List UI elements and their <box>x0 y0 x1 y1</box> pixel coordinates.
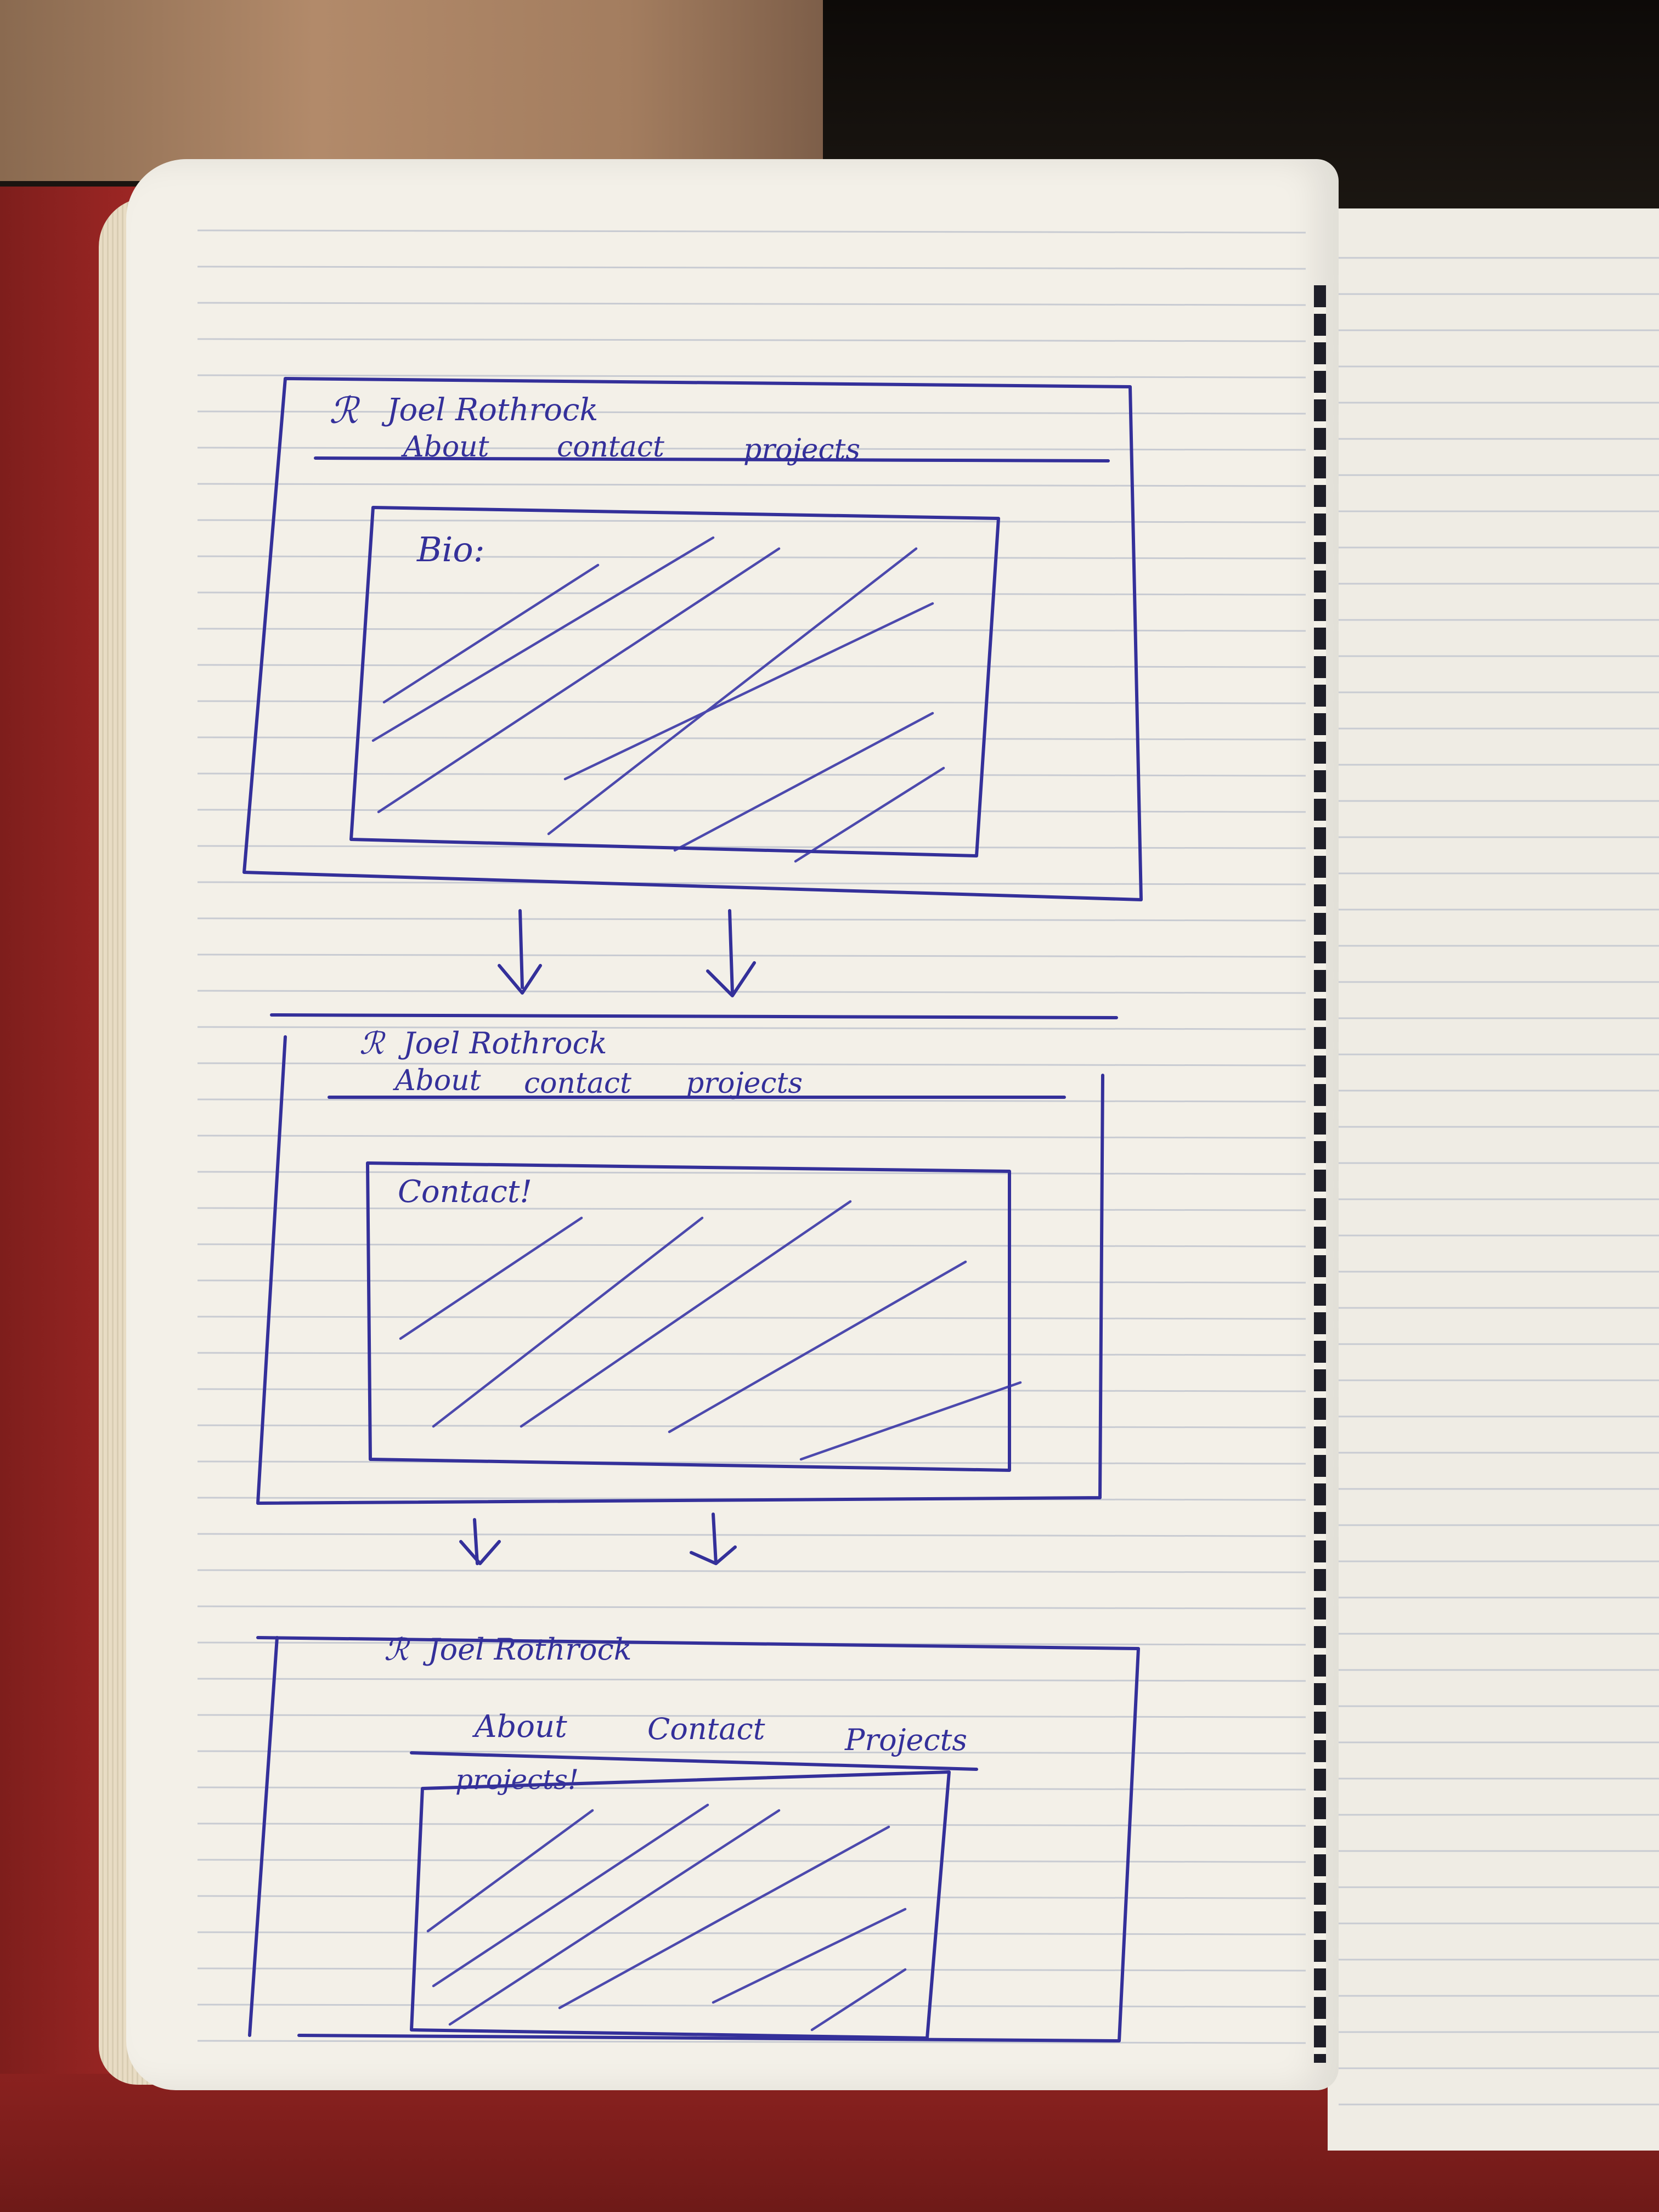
wireframe-3-nav-contact: Contact <box>647 1712 765 1746</box>
ruled-line <box>197 1460 1306 1465</box>
wireframe-2-name: Joel Rothrock <box>403 1026 607 1060</box>
ruled-line <box>197 591 1306 596</box>
ruled-line <box>197 1786 1306 1791</box>
wireframe-1-nav-about: About <box>403 431 489 464</box>
ruled-line <box>197 410 1306 415</box>
left-page <box>126 159 1339 2090</box>
ruled-line <box>197 229 1306 234</box>
ruled-line <box>197 1171 1306 1175</box>
ruled-line <box>197 2004 1306 2008</box>
ruled-line <box>197 1967 1306 1972</box>
ruled-line <box>197 1388 1306 1392</box>
wireframe-3-panel-label: projects! <box>455 1764 579 1796</box>
ruled-line <box>197 881 1306 885</box>
ruled-line <box>197 519 1306 523</box>
wireframe-1-panel-label: Bio: <box>417 529 485 569</box>
ruled-line <box>197 1026 1306 1030</box>
wireframe-2-nav-contact: contact <box>524 1067 631 1100</box>
ruled-lines <box>197 229 1659 2106</box>
ruled-line <box>197 1895 1306 1899</box>
ruled-line <box>197 1678 1306 1682</box>
ruled-line <box>197 1569 1306 1573</box>
ruled-line <box>197 1135 1306 1139</box>
right-page <box>1328 208 1659 2151</box>
ruled-line <box>197 338 1306 342</box>
wireframe-3-logo: ℛ <box>384 1632 409 1668</box>
ruled-line <box>197 1931 1306 1936</box>
wireframe-1-name: Joel Rothrock <box>387 392 599 428</box>
ruled-line <box>197 266 1306 270</box>
background-arm <box>0 0 900 181</box>
ruled-line <box>197 483 1306 487</box>
ruled-line <box>197 1098 1306 1103</box>
ruled-line <box>197 917 1306 922</box>
ruled-line <box>197 1279 1306 1284</box>
ruled-line <box>197 700 1306 704</box>
wireframe-2-nav-projects: projects <box>686 1067 803 1100</box>
wireframe-2-panel-label: Contact! <box>398 1174 532 1210</box>
ruled-line <box>197 1859 1306 1863</box>
ruled-line <box>197 664 1306 668</box>
ruled-line <box>197 845 1306 849</box>
ruled-line <box>197 1062 1306 1066</box>
arrows-2 <box>459 1513 737 1565</box>
wireframe-2-logo: ℛ <box>359 1026 384 1062</box>
wireframe-3-nav-projects: Projects <box>845 1723 968 1757</box>
wireframe-1-frame <box>242 377 1143 901</box>
wireframe-2-scribble <box>399 1200 1022 1461</box>
ruled-line <box>197 1533 1306 1537</box>
wireframe-1-nav-contact: contact <box>557 431 664 464</box>
ruled-line <box>197 1243 1306 1248</box>
ruled-line <box>197 302 1306 306</box>
ruled-line <box>197 772 1306 777</box>
ruled-line <box>197 447 1306 451</box>
ruled-line <box>197 990 1306 994</box>
ruled-line <box>197 736 1306 741</box>
ruled-line <box>197 1207 1306 1211</box>
ruled-line <box>197 2040 1306 2044</box>
ruled-line <box>197 1822 1306 1827</box>
ruled-line <box>197 1424 1306 1429</box>
wireframe-1-scribble <box>371 536 945 863</box>
ruled-line <box>197 374 1306 379</box>
wireframe-3-name: Joel Rothrock <box>428 1632 632 1667</box>
ruled-line <box>197 1605 1306 1610</box>
wireframe-3-scribble <box>426 1803 907 2032</box>
ruled-line <box>197 953 1306 958</box>
ruled-line <box>197 1316 1306 1320</box>
arrows-1 <box>498 909 756 997</box>
wireframe-2-frame <box>256 1013 1118 1505</box>
ruled-line <box>197 1750 1306 1754</box>
wireframe-1-logo: ℛ <box>329 390 358 432</box>
ruled-line <box>197 1352 1306 1356</box>
wireframe-2-nav-about: About <box>395 1064 481 1097</box>
ruled-line <box>197 1714 1306 1718</box>
ruled-line <box>197 628 1306 632</box>
binding-stitches <box>1314 285 1326 2063</box>
wireframe-3-frame <box>248 1636 1140 2042</box>
wireframe-1-nav-projects: projects <box>743 433 861 466</box>
wireframe-3-nav-about: About <box>475 1709 567 1745</box>
ruled-line <box>197 555 1306 560</box>
